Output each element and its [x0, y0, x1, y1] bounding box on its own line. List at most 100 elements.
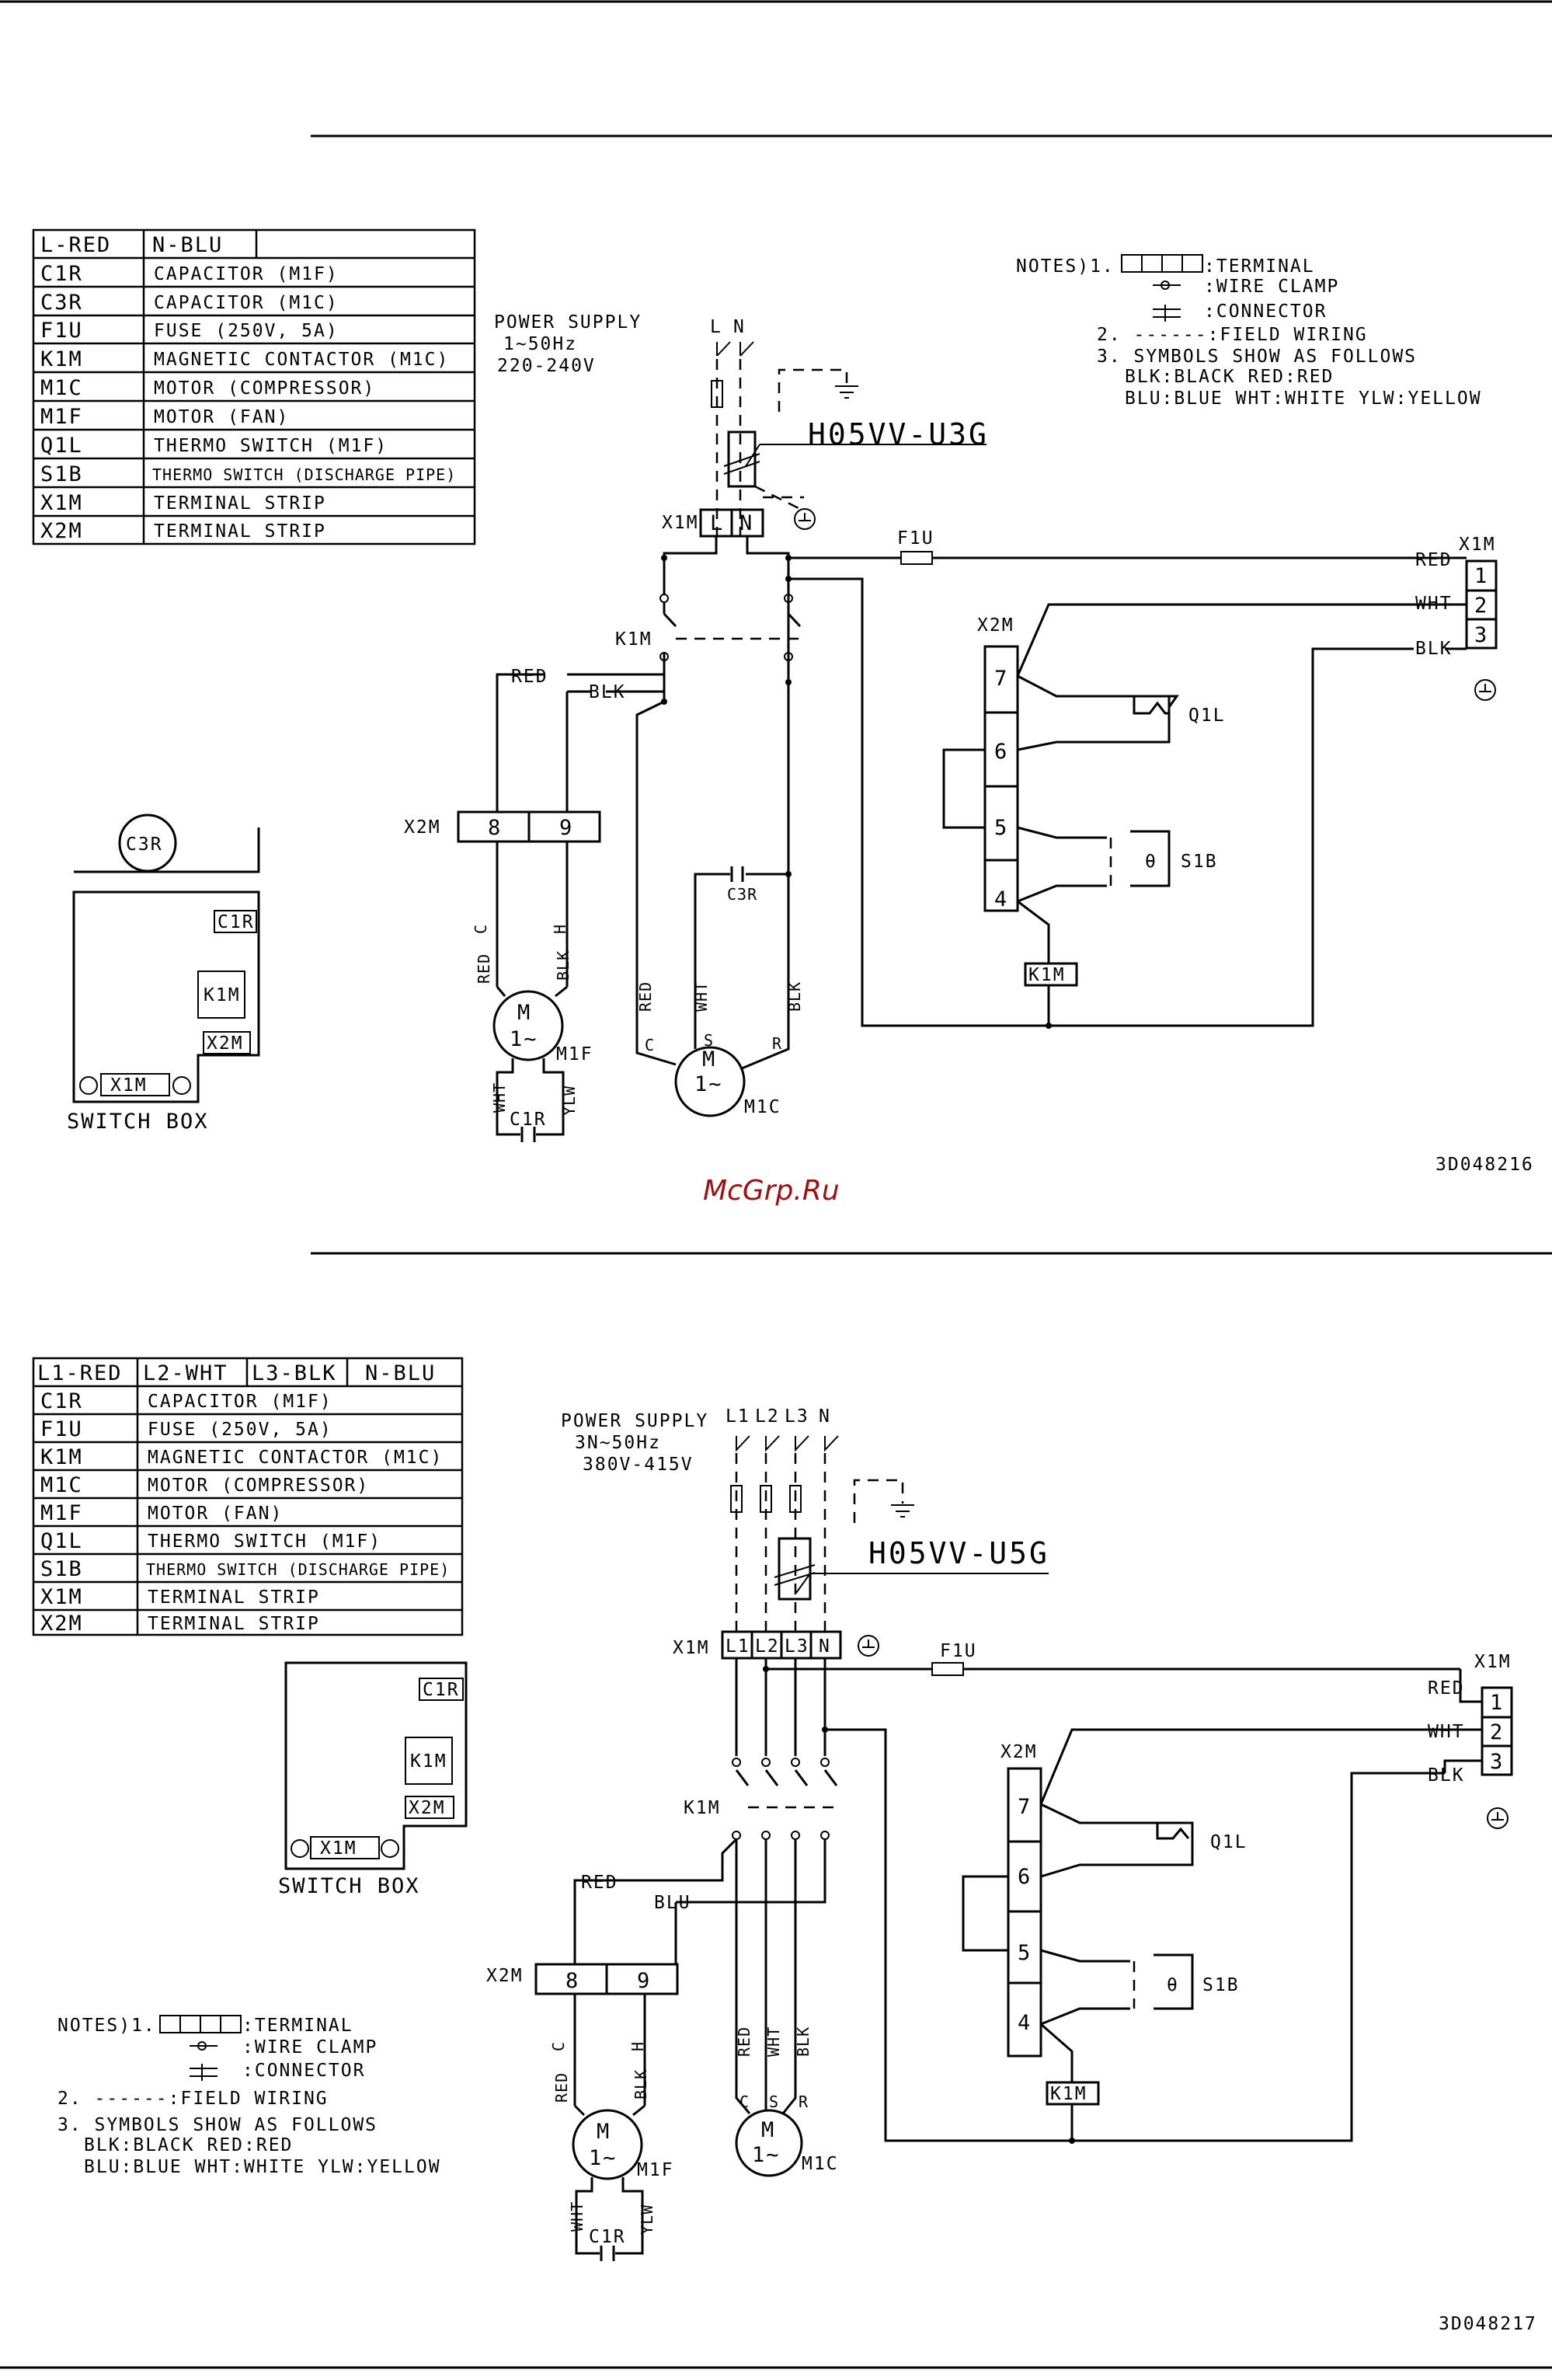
sb2-k1m: K1M: [410, 1751, 447, 1772]
cable-spec-2: H05VV-U5G: [868, 1536, 1049, 1570]
legend-code: Q1L: [40, 434, 83, 458]
sb-c3r: C3R: [126, 835, 163, 855]
phase-l1: L1: [726, 1406, 750, 1427]
sb-x2m: X2M: [207, 1033, 244, 1054]
m1c-phase-2: 1~: [752, 2143, 781, 2167]
m1c-s-2: S: [769, 2093, 779, 2111]
legend-code: S1B: [40, 462, 83, 486]
phase-n: N: [733, 317, 746, 337]
mains-feed: [711, 341, 858, 536]
notes2-field-wiring: 2. ------:FIELD WIRING: [57, 2089, 329, 2109]
ground-icon: [1487, 1807, 1509, 1829]
terminal-1: 1: [1474, 564, 1488, 588]
fan-motor-m1f-2: [572, 2109, 643, 2180]
terminal-5: 5: [994, 816, 1008, 840]
terminal-1-2: 1: [1490, 1691, 1504, 1715]
blk-label: BLK: [589, 682, 626, 702]
main-wiring-1: [496, 536, 1429, 1027]
legend-desc: TERMINAL STRIP: [154, 493, 326, 514]
phase-n-2: N: [819, 1406, 831, 1427]
m1c-wire-wht-2: WHT: [764, 2026, 783, 2057]
notes-field-wiring: 2. ------:FIELD WIRING: [1097, 325, 1368, 345]
legend-desc: MAGNETIC CONTACTOR (M1C): [154, 350, 449, 370]
s1b-label-2: S1B: [1202, 1975, 1240, 1995]
legend-desc: THERMO SWITCH (DISCHARGE PIPE): [152, 465, 456, 484]
legend-desc: FUSE (250V, 5A): [148, 1420, 332, 1440]
wire-blk: BLK: [554, 950, 572, 981]
k1m-coil: [1024, 962, 1078, 987]
terminal-l: L: [710, 511, 724, 535]
theta-2: θ: [1167, 1975, 1179, 1995]
drawing-code-1: 3D048216: [1435, 1155, 1534, 1175]
red-label: RED: [511, 667, 548, 687]
wire-ylw: YLW: [560, 1085, 579, 1116]
legend-code: M1C: [40, 376, 83, 400]
power-supply-title: POWER SUPPLY: [494, 312, 642, 333]
legend-code: M1F: [40, 1501, 83, 1525]
power-supply-title-2: POWER SUPPLY: [561, 1411, 708, 1431]
legend-code: S1B: [40, 1557, 83, 1581]
x1m-label-2: X1M: [673, 1638, 710, 1658]
m1c-phase: 1~: [694, 1072, 723, 1096]
sb-c1r: C1R: [217, 912, 255, 932]
m1c-wire-red: RED: [636, 981, 655, 1012]
m1c-wire-wht: WHT: [692, 981, 711, 1012]
s1b-label: S1B: [1181, 852, 1218, 872]
notes-colors-1: BLK:BLACK RED:RED: [1125, 367, 1334, 387]
fan-motor-m1f: [492, 990, 564, 1061]
wire-blk-2: BLK: [632, 2069, 650, 2099]
legend-code: K1M: [40, 1445, 83, 1469]
terminal-l2: L2: [755, 1636, 780, 1657]
legend-code: K1M: [40, 347, 83, 371]
wire-c: C: [472, 924, 490, 934]
k1m-label: K1M: [615, 629, 652, 650]
legend-code: F1U: [40, 1417, 83, 1441]
legend-desc: TERMINAL STRIP: [148, 1614, 320, 1634]
notes-symbols: 3. SYMBOLS SHOW AS FOLLOWS: [1097, 347, 1417, 367]
terminal-8: 8: [488, 816, 502, 840]
legend-code: C1R: [40, 262, 83, 286]
notes-colors-2: BLU:BLUE WHT:WHITE YLW:YELLOW: [1125, 389, 1482, 409]
legend-desc: MAGNETIC CONTACTOR (M1C): [148, 1448, 443, 1468]
wire-ylw-2: YLW: [638, 2204, 656, 2235]
notes2-connector: :CONNECTOR: [242, 2061, 365, 2081]
terminal-9-2: 9: [637, 1969, 651, 1993]
power-supply-freq-2: 3N~50Hz: [575, 1433, 661, 1453]
notes2-wire-clamp: :WIRE CLAMP: [242, 2037, 378, 2058]
power-supply-voltage: 220-240V: [497, 356, 596, 376]
legend-desc: MOTOR (COMPRESSOR): [154, 378, 375, 399]
wire-red-2: RED: [552, 2072, 571, 2103]
legend-desc: TERMINAL STRIP: [154, 521, 326, 542]
sb-k1m: K1M: [204, 985, 241, 1005]
m1c-wire-blk-2: BLK: [794, 2026, 813, 2057]
notes-connector: :CONNECTOR: [1204, 301, 1327, 322]
ground-icon: [1474, 679, 1496, 701]
phase-l: L: [710, 317, 722, 337]
phase-l3: L3: [785, 1406, 809, 1427]
m1c-label-2: M1C: [802, 2154, 839, 2174]
ground-icon: [858, 1635, 879, 1657]
compressor-motor-m1c-2: [735, 2109, 803, 2177]
terminal-n: N: [739, 511, 753, 535]
x2m-label-2: X2M: [486, 1966, 524, 1986]
x1m-right-label-2: X1M: [1474, 1652, 1512, 1672]
x1m-wht-2: WHT: [1428, 1722, 1465, 1742]
terminal-3-2: 3: [1490, 1750, 1504, 1774]
m1c-r: R: [772, 1034, 782, 1053]
k1m-label-2: K1M: [684, 1798, 721, 1818]
diagram-single-phase: L-RED N-BLU C1R CAPACITOR (M1F) C3R CAPA…: [32, 228, 1534, 1175]
m1c-m-2: M: [761, 2118, 775, 2142]
m1f-m: M: [517, 1001, 531, 1025]
m1f-phase-2: 1~: [589, 2146, 618, 2170]
main-wiring-2: [573, 1658, 1460, 2142]
legend-desc: THERMO SWITCH (M1F): [148, 1531, 381, 1552]
wire-red: RED: [475, 953, 493, 984]
cable-spec: H05VV-U3G: [808, 417, 989, 451]
sb2-x1m: X1M: [320, 1838, 357, 1859]
switch-box-1: C3R C1R K1M X2M X1M SWITCH BOX: [67, 814, 260, 1134]
k1m-coil-label: K1M: [1028, 965, 1066, 985]
sb2-c1r: C1R: [423, 1680, 460, 1700]
m1f-m-2: M: [597, 2120, 611, 2144]
x1m-blk: BLK: [1415, 639, 1453, 659]
